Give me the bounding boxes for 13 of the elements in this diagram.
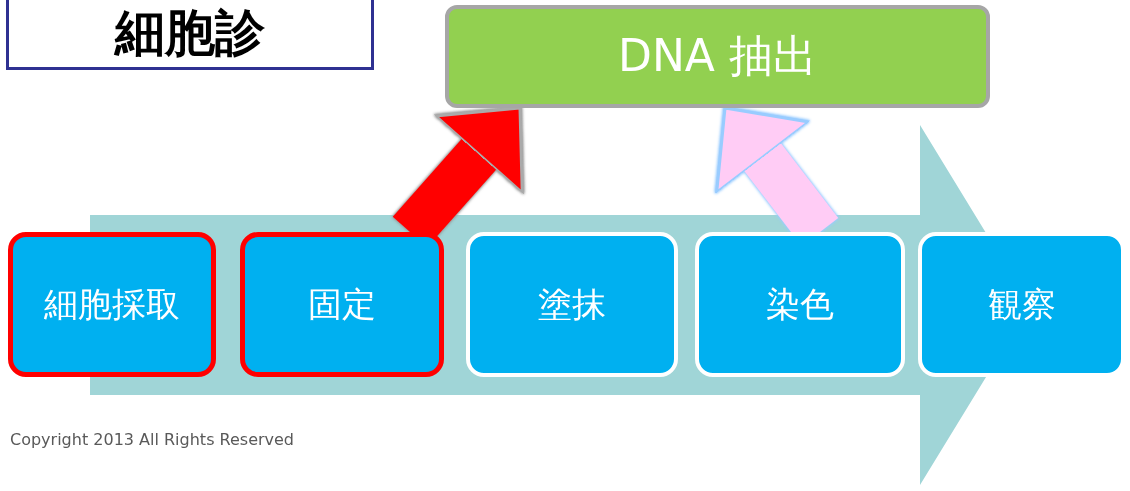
- title: 細胞診: [115, 2, 265, 64]
- step-box: [8, 232, 216, 377]
- result-box: [445, 5, 990, 108]
- step-box: [240, 232, 444, 377]
- step-box: [695, 232, 905, 377]
- result-label: DNA 抽出: [618, 29, 817, 83]
- step-label: 観察: [987, 282, 1056, 326]
- step-label: 染色: [766, 282, 834, 326]
- copyright-note: Copyright 2013 All Rights Reserved: [10, 430, 294, 449]
- step-box: [466, 232, 678, 377]
- step-label: 塗抹: [538, 282, 606, 326]
- step-label: 固定: [308, 282, 376, 326]
- step-label: 細胞採取: [44, 282, 180, 326]
